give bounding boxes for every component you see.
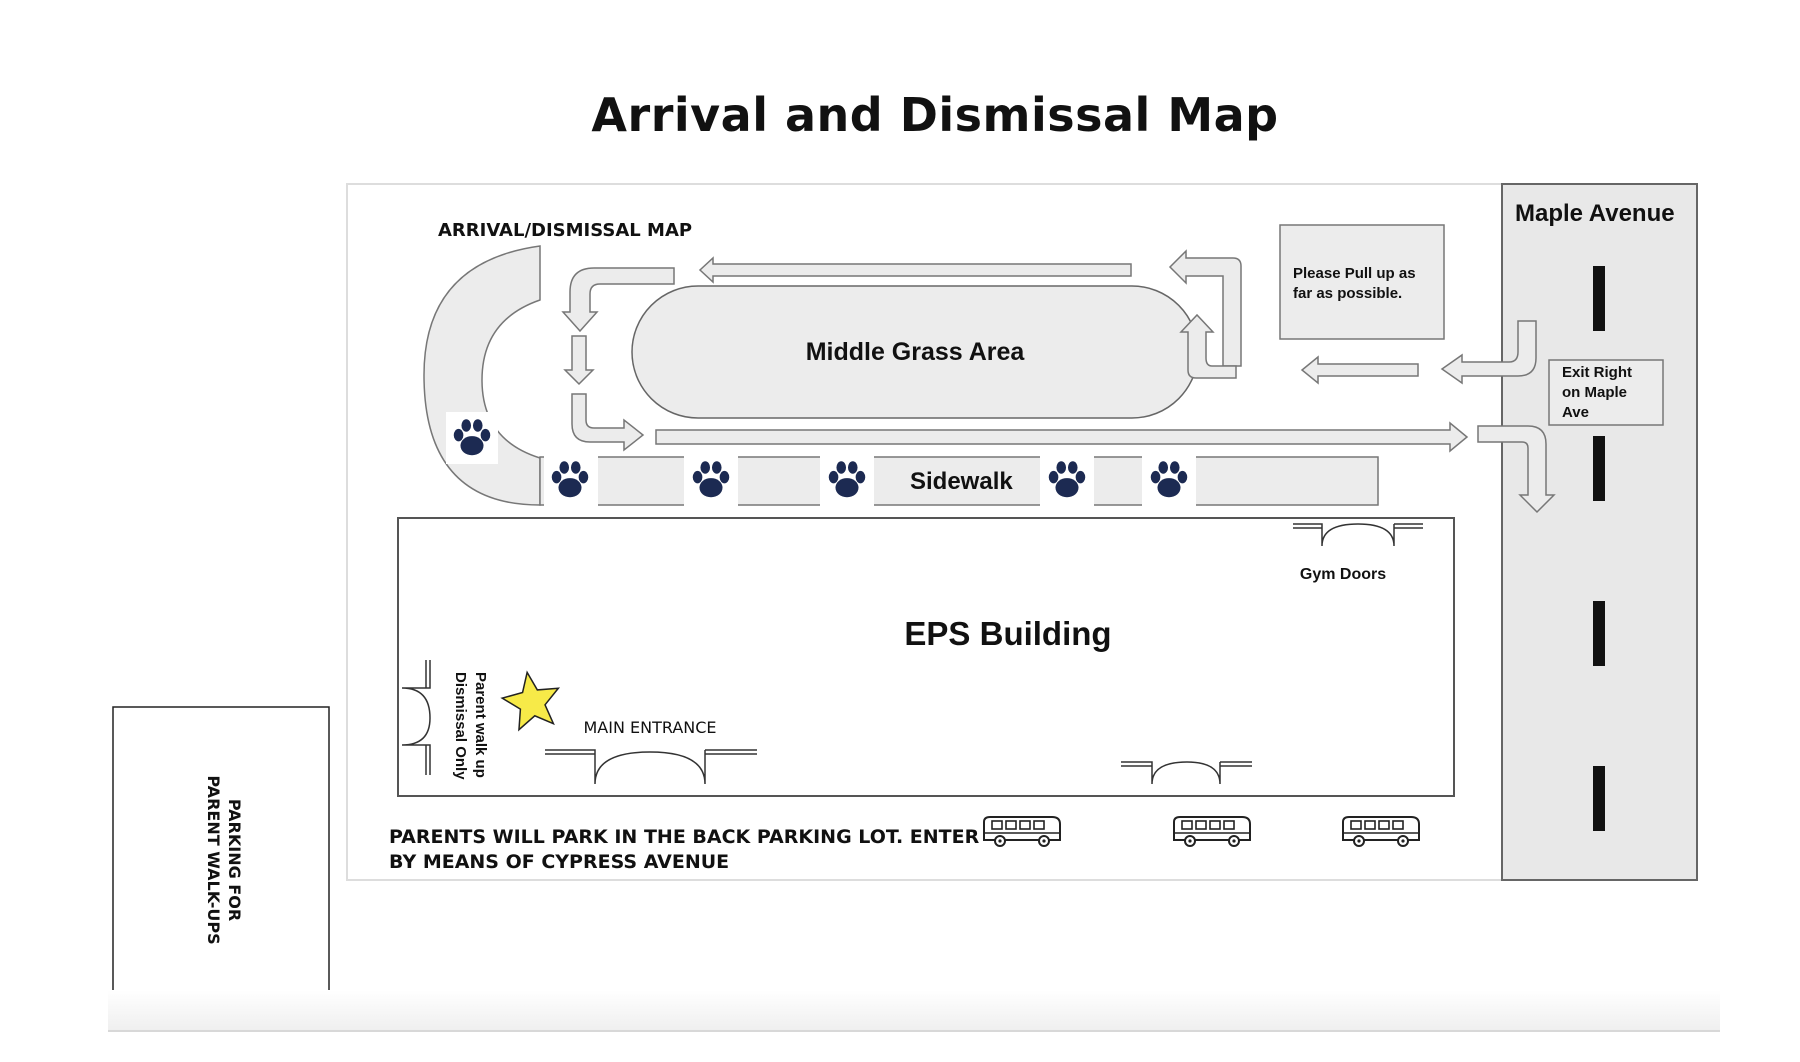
arrow-up-icon xyxy=(1179,313,1237,379)
walkup-label-line1: Parent walk up xyxy=(472,672,489,778)
gym-doors-label: Gym Doors xyxy=(1300,566,1386,583)
arrow-turn-right-icon xyxy=(571,393,645,452)
side-doors-icon xyxy=(1121,761,1252,785)
main-entrance-doors-icon xyxy=(545,749,757,785)
sidewalk xyxy=(539,456,1379,506)
exit-note-box xyxy=(1548,359,1664,426)
traffic-arrows xyxy=(561,249,1556,514)
arrow-down-icon xyxy=(563,335,595,386)
walkup-parking-line2: PARENT WALK-UPS xyxy=(204,775,223,944)
paw-print-icon xyxy=(1040,454,1094,506)
arrow-left-icon xyxy=(1300,355,1419,385)
star-icon xyxy=(500,670,561,732)
paw-print-icon xyxy=(544,454,598,506)
arrow-entrance-icon xyxy=(1440,320,1537,385)
grass-label: Middle Grass Area xyxy=(806,338,1026,366)
road-center-dashes xyxy=(1593,266,1605,831)
arrow-turn-icon xyxy=(1168,249,1242,367)
building-label: EPS Building xyxy=(904,615,1111,652)
walkup-label-line2: Dismissal Only xyxy=(452,672,469,780)
map-heading: ARRIVAL/DISMISSAL MAP xyxy=(438,220,692,241)
exit-note-line3: Ave xyxy=(1562,404,1589,421)
page-bottom-edge xyxy=(108,990,1720,1032)
main-entrance-label: MAIN ENTRANCE xyxy=(583,718,716,737)
pull-up-note-line1: Please Pull up as xyxy=(1293,265,1416,282)
sidewalk-label: Sidewalk xyxy=(910,468,1013,495)
pull-up-note-box xyxy=(1279,224,1445,340)
paw-print-icon xyxy=(1142,454,1196,506)
exit-note-line2: on Maple xyxy=(1562,384,1627,401)
parking-note-line1: PARENTS WILL PARK IN THE BACK PARKING LO… xyxy=(389,826,980,848)
pull-up-note-line2: far as possible. xyxy=(1293,285,1402,302)
page-title: Arrival and Dismissal Map xyxy=(591,88,1279,142)
paw-print-icon xyxy=(446,412,498,464)
parking-note-line2: BY MEANS OF CYPRESS AVENUE xyxy=(389,851,729,873)
gym-doors-icon xyxy=(1293,523,1423,547)
paw-print-icon xyxy=(820,454,874,506)
arrow-left-icon xyxy=(698,256,1132,284)
arrow-exit-icon xyxy=(1477,425,1556,514)
arrow-turn-down-icon xyxy=(561,267,675,333)
paw-print-icon xyxy=(684,454,738,506)
exit-note-line1: Exit Right xyxy=(1562,364,1632,381)
walkup-parking-line1: PARKING FOR xyxy=(225,799,244,921)
street-label: Maple Avenue xyxy=(1515,200,1675,227)
walkup-parking-box xyxy=(112,706,330,997)
walkup-doors-icon xyxy=(401,660,431,775)
arrow-right-icon xyxy=(655,421,1469,453)
